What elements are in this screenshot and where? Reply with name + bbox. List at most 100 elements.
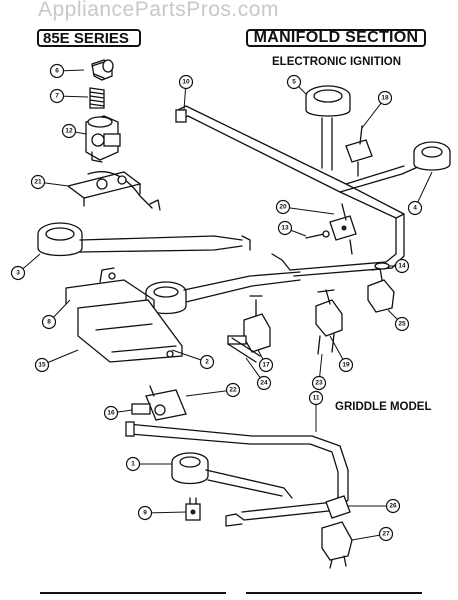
callout-number: 9 bbox=[143, 510, 147, 517]
callout-number: 4 bbox=[413, 205, 417, 212]
burner-center-part bbox=[145, 271, 301, 315]
callout-circle bbox=[199, 354, 215, 370]
callout-11: 11 bbox=[308, 390, 324, 432]
callout-circle bbox=[34, 357, 50, 373]
burner-left-part bbox=[37, 222, 251, 257]
callout-3: 3 bbox=[10, 253, 41, 281]
callout-circle bbox=[125, 456, 141, 472]
callout-circle bbox=[103, 405, 119, 421]
callout-26: 26 bbox=[348, 498, 401, 514]
callout-circle bbox=[377, 90, 393, 106]
pilot-part bbox=[185, 497, 201, 521]
griddle-burner-part bbox=[171, 452, 293, 499]
callout-23: 23 bbox=[311, 353, 327, 391]
callout-27: 27 bbox=[351, 526, 394, 542]
callout-number: 10 bbox=[182, 79, 190, 86]
callout-17: 17 bbox=[257, 349, 274, 373]
spark-electrode-part bbox=[329, 203, 357, 255]
callout-19: 19 bbox=[329, 335, 354, 373]
callout-number: 13 bbox=[281, 225, 289, 232]
callout-number: 21 bbox=[34, 179, 42, 186]
elbow-fitting-part bbox=[91, 59, 114, 81]
callout-circle bbox=[10, 265, 26, 281]
callout-circle bbox=[41, 314, 57, 330]
orifice-tube-part bbox=[227, 337, 261, 363]
callout-circle bbox=[225, 382, 241, 398]
valve-far-right-part bbox=[367, 267, 395, 313]
callout-4: 4 bbox=[407, 171, 433, 216]
callout-circle bbox=[277, 220, 293, 236]
callout-circle bbox=[407, 200, 423, 216]
callout-2: 2 bbox=[171, 349, 215, 370]
regulator-part bbox=[85, 115, 121, 163]
electronic-ignition-label: ELECTRONIC IGNITION bbox=[272, 56, 402, 68]
callout-circle bbox=[61, 123, 77, 139]
callout-number: 17 bbox=[262, 362, 270, 369]
callout-number: 15 bbox=[38, 362, 46, 369]
valve-right-part bbox=[315, 289, 343, 355]
callout-number: 26 bbox=[389, 503, 397, 510]
callout-18: 18 bbox=[361, 90, 393, 129]
callout-6: 6 bbox=[49, 63, 85, 79]
callout-circle bbox=[338, 357, 354, 373]
callout-5: 5 bbox=[286, 74, 307, 95]
callout-22: 22 bbox=[185, 382, 241, 398]
callout-number: 20 bbox=[279, 204, 287, 211]
callout-8: 8 bbox=[41, 299, 71, 330]
footer-rule-left bbox=[40, 592, 226, 594]
mounting-plate-part bbox=[77, 299, 183, 363]
callout-9: 9 bbox=[137, 505, 187, 521]
callout-24: 24 bbox=[245, 357, 272, 391]
callout-15: 15 bbox=[34, 349, 79, 373]
callout-circle bbox=[378, 526, 394, 542]
watermark: AppliancePartsPros.com bbox=[38, 0, 279, 21]
callout-16: 16 bbox=[103, 405, 133, 421]
callout-circle bbox=[394, 258, 410, 274]
screw-part bbox=[305, 230, 330, 239]
callout-circle bbox=[258, 357, 274, 373]
griddle-model-label: GRIDDLE MODEL bbox=[335, 401, 432, 413]
callout-circle bbox=[49, 63, 65, 79]
callout-circle bbox=[385, 498, 401, 514]
section-header: MANIFOLD SECTION bbox=[246, 29, 426, 47]
callout-circle bbox=[178, 74, 194, 90]
footer-rule-right bbox=[246, 592, 422, 594]
leader-line bbox=[282, 206, 335, 215]
callout-20: 20 bbox=[275, 199, 335, 215]
callout-14: 14 bbox=[389, 258, 410, 274]
leader-line bbox=[185, 389, 234, 397]
callout-circle bbox=[311, 375, 327, 391]
callout-circle bbox=[256, 375, 272, 391]
callout-number: 7 bbox=[55, 93, 59, 100]
callout-10: 10 bbox=[178, 74, 194, 111]
washer-part bbox=[374, 262, 390, 270]
spring-part bbox=[89, 87, 105, 109]
griddle-right-valve-part bbox=[321, 495, 353, 569]
bracket-part bbox=[66, 171, 161, 211]
ignition-bracket-part bbox=[345, 125, 373, 177]
series-title: 85E SERIES bbox=[43, 29, 129, 47]
callout-number: 2 bbox=[205, 359, 209, 366]
callout-1: 1 bbox=[125, 456, 172, 472]
callout-number: 5 bbox=[292, 79, 296, 86]
callout-number: 8 bbox=[47, 319, 51, 326]
callout-25: 25 bbox=[387, 309, 410, 332]
callout-circle bbox=[394, 316, 410, 332]
griddle-valve-part bbox=[131, 403, 151, 415]
callout-number: 25 bbox=[398, 321, 406, 328]
burner-top-center-part bbox=[305, 85, 351, 171]
callout-number: 27 bbox=[382, 531, 390, 538]
griddle-bracket-part bbox=[145, 385, 187, 421]
callout-number: 18 bbox=[381, 95, 389, 102]
callout-12: 12 bbox=[61, 123, 87, 139]
callout-number: 3 bbox=[16, 270, 20, 277]
callout-circle bbox=[30, 174, 46, 190]
callout-number: 14 bbox=[398, 263, 406, 270]
callout-number: 24 bbox=[260, 380, 268, 387]
series-header: 85E SERIES bbox=[37, 29, 141, 47]
griddle-manifold-part bbox=[125, 421, 349, 527]
callout-21: 21 bbox=[30, 174, 69, 190]
